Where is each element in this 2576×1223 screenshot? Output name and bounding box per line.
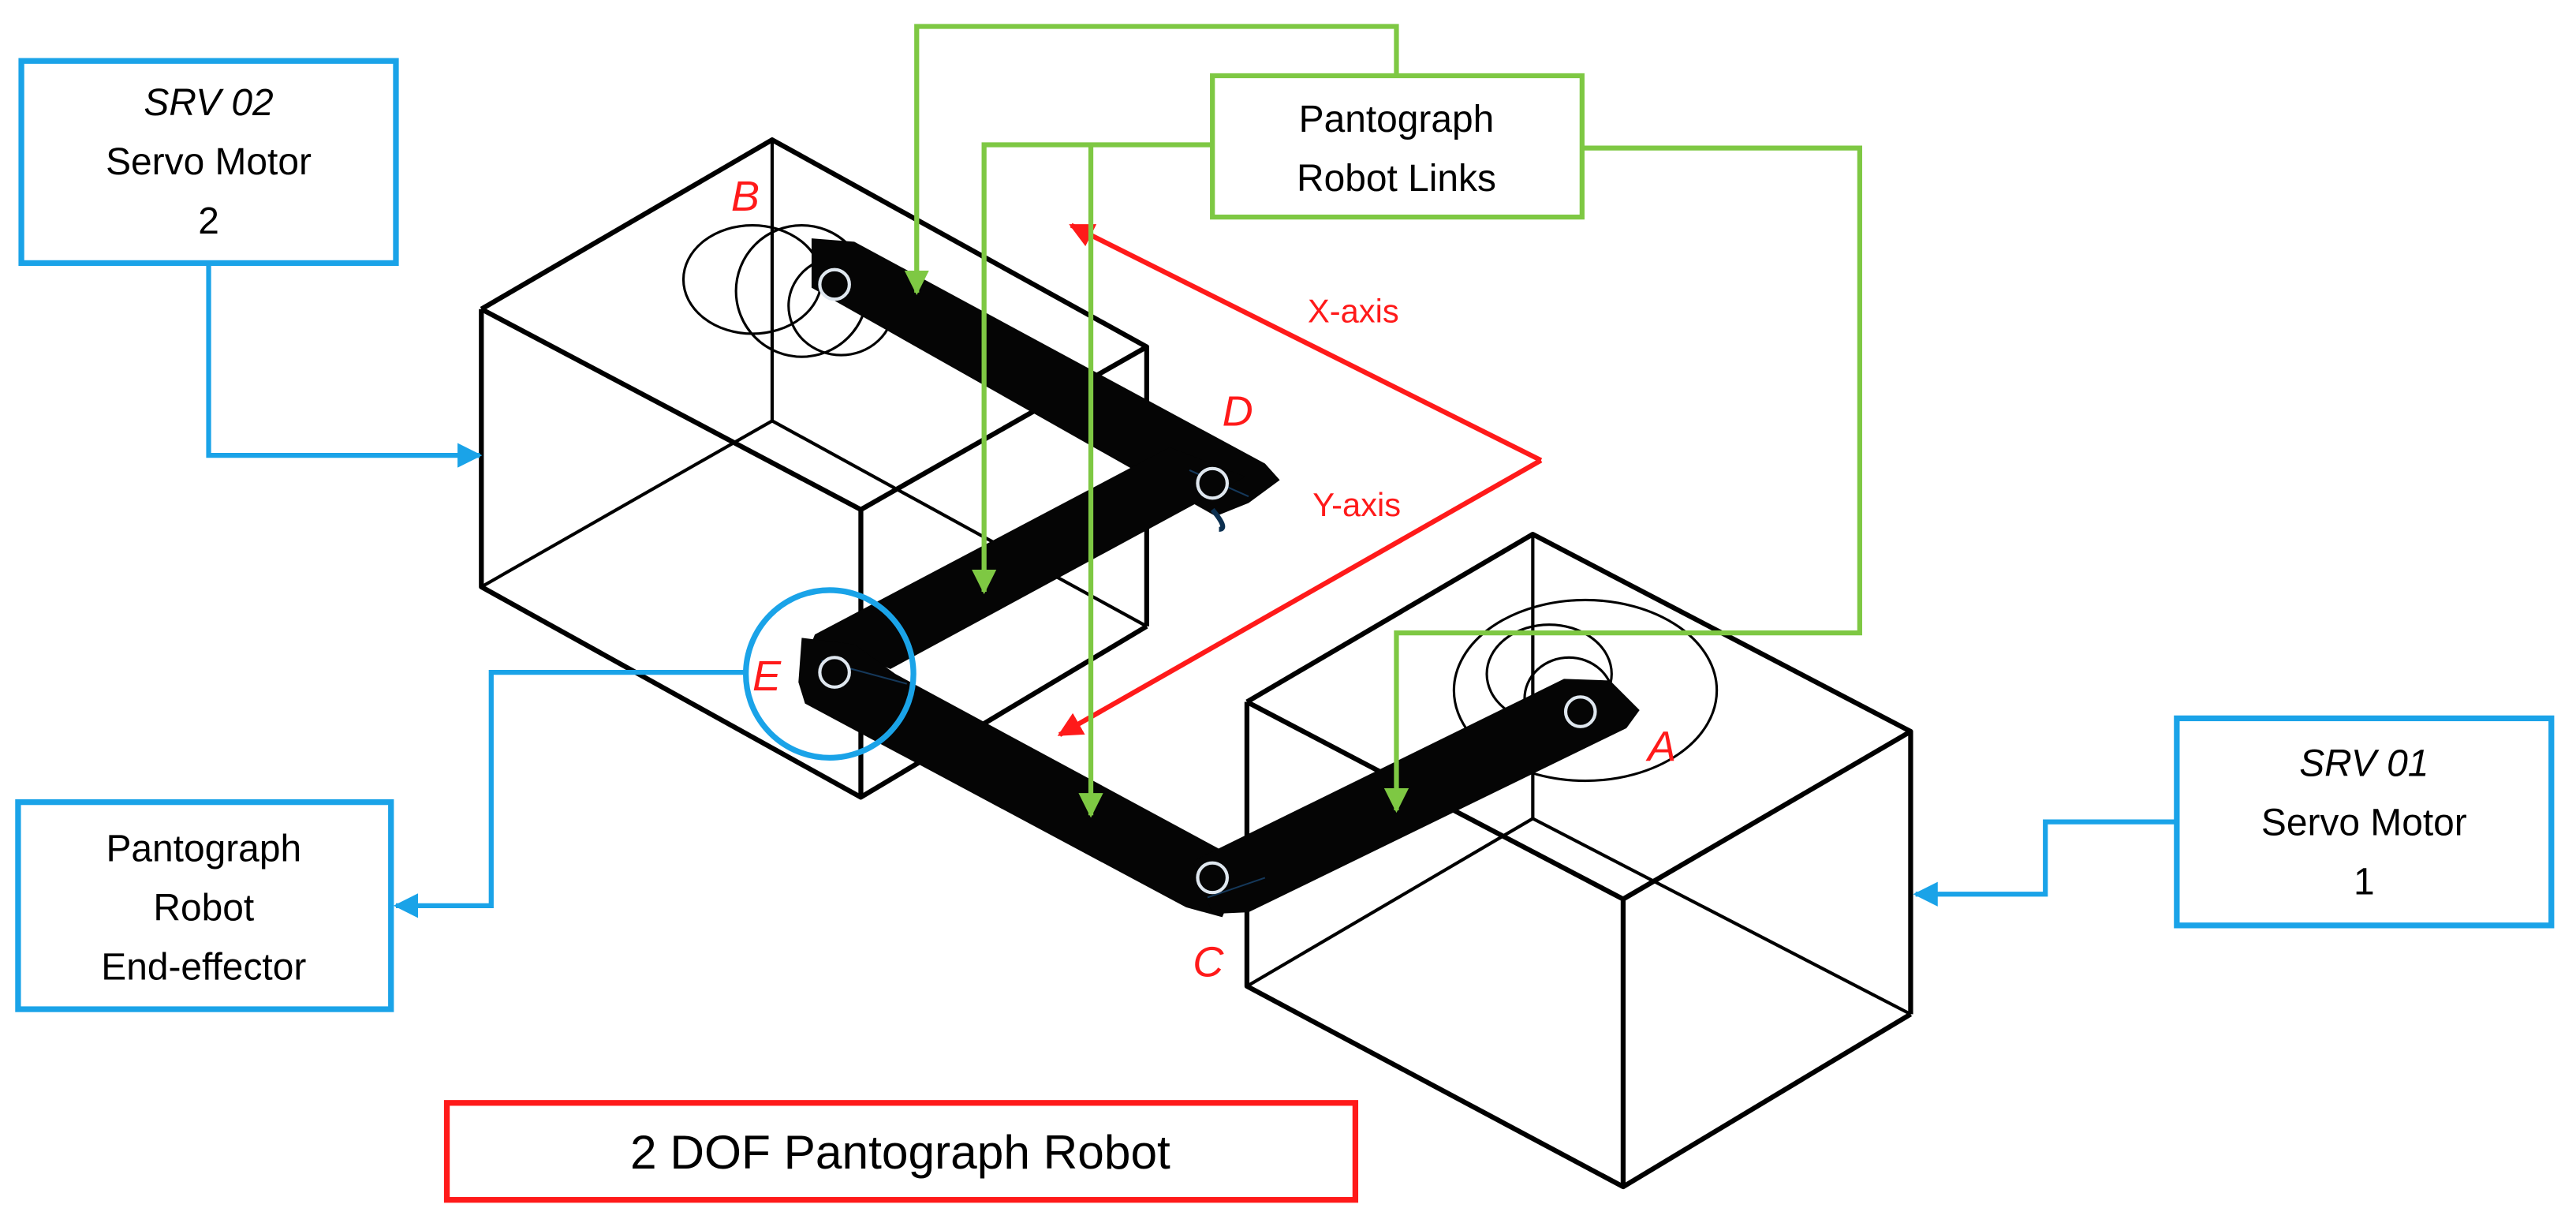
servo-1-callout: SRV 01 Servo Motor 1: [2174, 715, 2555, 929]
y-axis-label: Y-axis: [1312, 486, 1401, 523]
x-axis-arrow: [1069, 223, 1543, 463]
link-b-d: [811, 238, 1280, 517]
servo-2-number: 2: [198, 200, 219, 242]
links-callout-connectors: [904, 24, 1862, 818]
joints: [818, 267, 1597, 895]
point-label-d: D: [1223, 388, 1253, 436]
point-label-e: E: [752, 653, 782, 700]
point-label-c: C: [1193, 938, 1224, 986]
servo-1-id: SRV 01: [2299, 742, 2429, 784]
joint-a: [1563, 695, 1597, 728]
servo-2-callout: SRV 02 Servo Motor 2: [18, 58, 399, 267]
end-effector-callout: Pantograph Robot End-effector: [15, 799, 394, 1012]
joint-d: [1196, 466, 1230, 500]
servo-1-connector: [1913, 819, 2177, 907]
joint-e: [818, 656, 851, 689]
joint-b: [818, 267, 851, 301]
servo-2-connector: [206, 263, 483, 468]
y-axis-arrow: [1057, 458, 1543, 737]
axis-arrows: [1057, 223, 1543, 737]
diagram-title-box: 2 DOF Pantograph Robot: [443, 1100, 1359, 1203]
servo-2-id: SRV 02: [144, 82, 273, 124]
servo-1-name: Servo Motor: [2261, 802, 2467, 843]
end-effector-line1: Pantograph: [106, 828, 301, 870]
links-callout-line1: Pantograph: [1299, 99, 1495, 140]
servo-2-name: Servo Motor: [106, 141, 312, 183]
links-callout-line2: Robot Links: [1297, 158, 1496, 200]
point-label-b: B: [731, 173, 760, 220]
end-effector-line3: End-effector: [101, 947, 306, 989]
link-c-a: [1193, 679, 1640, 914]
joint-c: [1196, 861, 1230, 895]
link-e-c: [798, 638, 1245, 918]
diagram-title: 2 DOF Pantograph Robot: [630, 1125, 1170, 1179]
servo-1-number: 1: [2354, 861, 2375, 903]
point-label-a: A: [1645, 724, 1676, 771]
end-effector-connector: [393, 669, 746, 918]
links-callout-box: Pantograph Robot Links: [1210, 73, 1585, 220]
pantograph-links: [798, 238, 1640, 918]
end-effector-line2: Robot: [153, 888, 254, 929]
x-axis-label: X-axis: [1308, 292, 1399, 329]
link-d-e: [805, 447, 1245, 669]
